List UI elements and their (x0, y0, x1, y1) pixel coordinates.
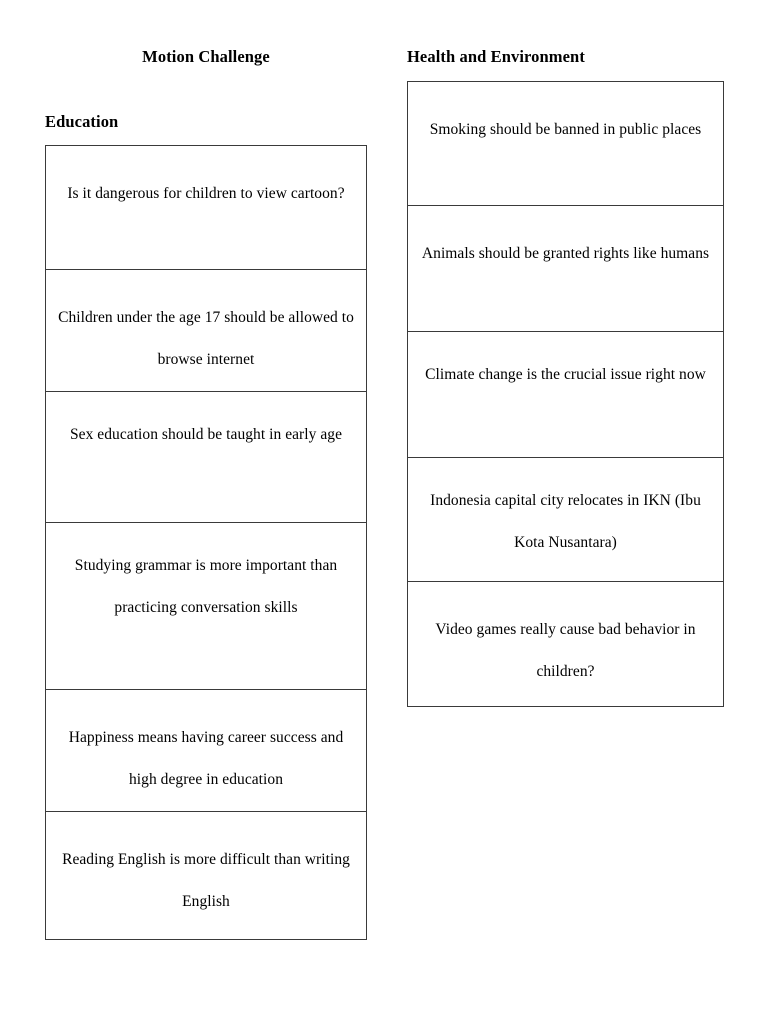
table-row: Video games really cause bad behavior in… (408, 582, 723, 706)
topic-text: Video games really cause bad behavior in… (435, 621, 696, 680)
table-row: Indonesia capital city relocates in IKN … (408, 458, 723, 582)
section-heading-education: Education (45, 112, 119, 131)
topic-text: Reading English is more difficult than w… (62, 851, 350, 910)
table-row: Smoking should be banned in public place… (408, 82, 723, 206)
section-heading-health-and-environment: Health and Environment (407, 47, 585, 66)
table-row: Reading English is more difficult than w… (46, 812, 366, 939)
topic-text: Children under the age 17 should be allo… (58, 309, 354, 368)
topic-text: Animals should be granted rights like hu… (421, 245, 710, 262)
topic-text: Happiness means having career success an… (68, 729, 344, 788)
topic-text: Indonesia capital city relocates in IKN … (430, 492, 701, 551)
table-row: Is it dangerous for children to view car… (46, 146, 366, 270)
table-row: Studying grammar is more important than … (46, 523, 366, 690)
topic-text: Smoking should be banned in public place… (429, 121, 702, 138)
topic-table-education: Is it dangerous for children to view car… (45, 145, 367, 940)
table-row: Animals should be granted rights like hu… (408, 206, 723, 332)
table-row: Sex education should be taught in early … (46, 392, 366, 523)
page-title: Motion Challenge (142, 47, 270, 66)
topic-text: Studying grammar is more important than … (74, 557, 338, 616)
table-row: Climate change is the crucial issue righ… (408, 332, 723, 458)
topic-text: Climate change is the crucial issue righ… (425, 366, 706, 383)
topic-table-health-and-environment: Smoking should be banned in public place… (407, 81, 724, 707)
table-row: Children under the age 17 should be allo… (46, 270, 366, 392)
table-row: Happiness means having career success an… (46, 690, 366, 812)
topic-text: Is it dangerous for children to view car… (67, 185, 345, 202)
topic-text: Sex education should be taught in early … (69, 426, 343, 443)
